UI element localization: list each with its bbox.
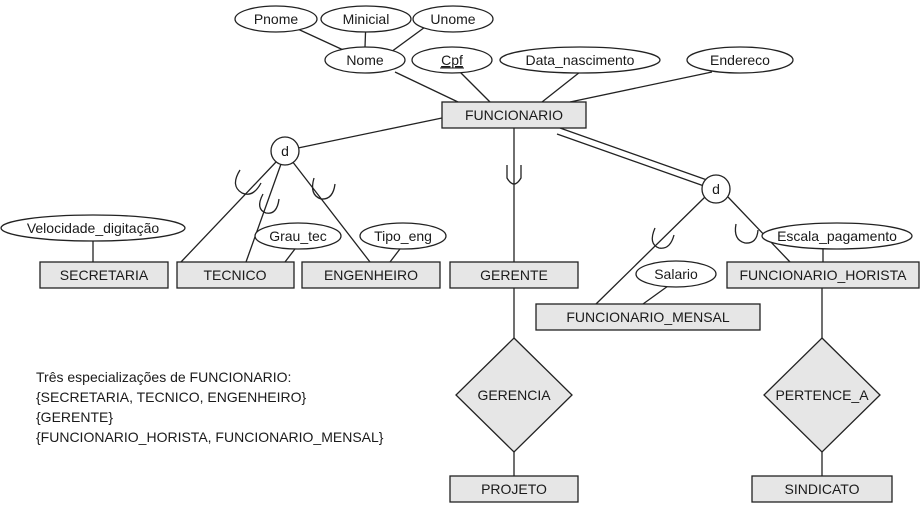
svg-text:ENGENHEIRO: ENGENHEIRO (324, 267, 418, 283)
relationship-pertence-a: PERTENCE_A (763, 337, 881, 453)
svg-text:Tipo_eng: Tipo_eng (374, 228, 432, 244)
svg-text:SINDICATO: SINDICATO (785, 481, 860, 497)
attribute-pnome: Pnome (234, 5, 318, 33)
svg-text:FUNCIONARIO: FUNCIONARIO (465, 107, 563, 123)
attribute-cpf: Cpf (411, 46, 493, 74)
svg-text:TECNICO: TECNICO (204, 267, 267, 283)
svg-text:Unome: Unome (430, 11, 475, 27)
connector-lines (92, 18, 824, 476)
entity-sindicato: SINDICATO (751, 475, 893, 503)
svg-text:Escala_pagamento: Escala_pagamento (777, 228, 897, 244)
entity-gerente: GERENTE (449, 261, 579, 289)
specialization-circle-1: d (270, 136, 300, 166)
svg-text:SECRETARIA: SECRETARIA (60, 267, 149, 283)
subset-symbol-tecnico (259, 193, 280, 214)
specialization-note: Três especializações de FUNCIONARIO: {SE… (36, 367, 383, 447)
attribute-data-nascimento: Data_nascimento (499, 46, 661, 74)
svg-text:PROJETO: PROJETO (481, 481, 547, 497)
subset-symbol-engenheiro (311, 177, 336, 200)
svg-text:Endereco: Endereco (710, 52, 770, 68)
svg-text:Velocidade_digitação: Velocidade_digitação (27, 220, 160, 236)
svg-text:PERTENCE_A: PERTENCE_A (775, 387, 869, 403)
svg-text:Pnome: Pnome (254, 11, 299, 27)
svg-text:Data_nascimento: Data_nascimento (526, 52, 635, 68)
attribute-nome: Nome (324, 46, 406, 74)
entity-engenheiro: ENGENHEIRO (301, 261, 441, 289)
note-line: {FUNCIONARIO_HORISTA, FUNCIONARIO_MENSAL… (36, 429, 384, 445)
entity-tecnico: TECNICO (176, 261, 295, 289)
note-line: {SECRETARIA, TECNICO, ENGENHEIRO} (36, 389, 307, 405)
entity-projeto: PROJETO (449, 475, 579, 503)
attribute-minicial: Minicial (320, 5, 412, 33)
svg-text:Nome: Nome (346, 52, 384, 68)
entity-funcionario: FUNCIONARIO (441, 101, 587, 129)
svg-text:GERENCIA: GERENCIA (477, 387, 551, 403)
svg-text:Minicial: Minicial (343, 11, 390, 27)
attribute-salario: Salario (635, 260, 717, 288)
svg-text:d: d (281, 143, 289, 159)
entity-secretaria: SECRETARIA (39, 261, 169, 289)
subset-symbol-secretaria (234, 169, 262, 195)
svg-text:Salario: Salario (654, 266, 698, 282)
svg-text:Grau_tec: Grau_tec (269, 228, 327, 244)
svg-text:GERENTE: GERENTE (480, 267, 548, 283)
attribute-tipo-eng: Tipo_eng (359, 222, 447, 250)
svg-text:d: d (712, 181, 720, 197)
note-line: {GERENTE} (36, 409, 114, 425)
entity-funcionario-horista: FUNCIONARIO_HORISTA (726, 261, 920, 289)
relationship-gerencia: GERENCIA (455, 337, 573, 453)
svg-text:FUNCIONARIO_MENSAL: FUNCIONARIO_MENSAL (566, 309, 730, 325)
attribute-escala-pagamento: Escala_pagamento (761, 222, 913, 250)
note-line: Três especializações de FUNCIONARIO: (36, 369, 292, 385)
specialization-circle-2: d (701, 174, 731, 204)
subset-symbol-mensal (651, 227, 675, 249)
subset-symbol-gerente (506, 165, 522, 185)
subset-symbol-horista (734, 223, 759, 244)
svg-text:FUNCIONARIO_HORISTA: FUNCIONARIO_HORISTA (740, 267, 908, 283)
attribute-velocidade-digitacao: Velocidade_digitação (0, 214, 186, 242)
attribute-endereco: Endereco (686, 46, 794, 74)
attribute-grau-tec: Grau_tec (254, 222, 342, 250)
subset-symbols (234, 165, 759, 249)
attribute-unome: Unome (412, 5, 494, 33)
svg-text:Cpf: Cpf (441, 52, 463, 68)
entity-funcionario-mensal: FUNCIONARIO_MENSAL (535, 303, 761, 331)
